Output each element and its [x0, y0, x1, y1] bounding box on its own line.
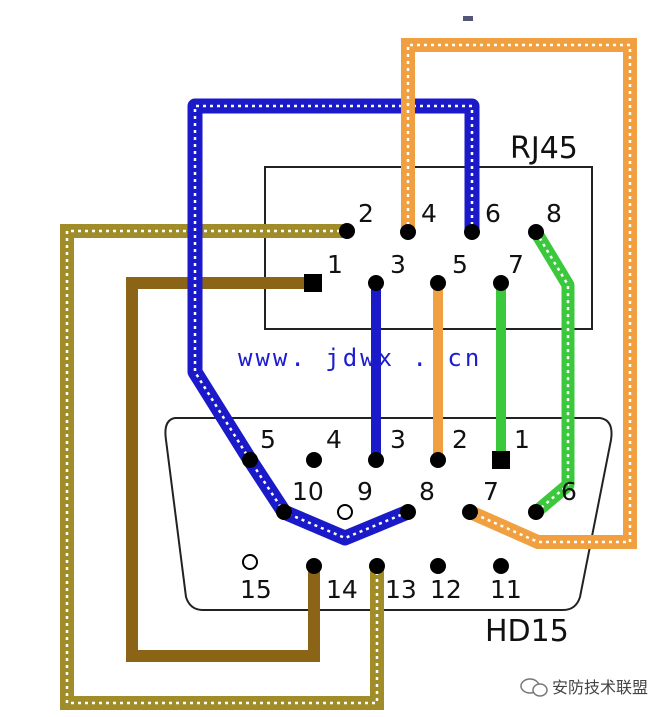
footer-watermark: 安防技术联盟 — [552, 678, 648, 697]
rj45-pin-label-8: 8 — [546, 199, 562, 228]
rj45-pin-8 — [528, 224, 544, 240]
hd15-pin-label-13: 13 — [385, 575, 417, 604]
wire-rj45-8-to-hd15-6 — [530, 228, 575, 517]
hd15-title: HD15 — [485, 614, 569, 649]
rj45-pin-3 — [368, 275, 384, 291]
rj45-title: RJ45 — [510, 131, 578, 166]
rj45-pin-label-5: 5 — [452, 250, 468, 279]
hd15-connector-outline — [164, 417, 613, 611]
rj45-pin-label-1: 1 — [327, 250, 343, 279]
rj45-pin-label-6: 6 — [485, 199, 501, 228]
hd15-pin-label-10: 10 — [292, 477, 324, 506]
hd15-pin-label-7: 7 — [483, 477, 499, 506]
hd15-pin-14 — [306, 558, 322, 574]
hd15-pin-label-2: 2 — [452, 425, 468, 454]
wechat-icon — [520, 678, 548, 697]
hd15-pin-5 — [242, 452, 258, 468]
hd15-pin-13 — [369, 558, 385, 574]
hd15-pin-label-4: 4 — [326, 425, 342, 454]
rj45-pin-1 — [304, 274, 322, 292]
hd15-pin-11 — [493, 558, 509, 574]
rj45-pin-4 — [400, 224, 416, 240]
rj45-pin-label-4: 4 — [421, 199, 437, 228]
hd15-pin-2 — [430, 452, 446, 468]
watermark-url: www. jdwx . cn — [238, 344, 482, 372]
hd15-pin-15 — [242, 554, 258, 570]
rj45-pin-label-2: 2 — [358, 199, 374, 228]
wire-rj45-2-to-hd15-13 — [60, 224, 384, 710]
rj45-connector-outline — [264, 166, 593, 330]
hd15-pin-label-15: 15 — [240, 575, 272, 604]
hd15-pin-1 — [492, 451, 510, 469]
hd15-pin-label-1: 1 — [514, 425, 530, 454]
rj45-pin-label-7: 7 — [508, 250, 524, 279]
hd15-pin-10 — [276, 504, 292, 520]
hd15-pin-9 — [337, 504, 353, 520]
hd15-pin-label-9: 9 — [357, 477, 373, 506]
rj45-pin-7 — [493, 275, 509, 291]
rj45-pin-6 — [464, 224, 480, 240]
wire-rj45-4-to-hd15-7 — [401, 38, 637, 549]
top-mark — [463, 16, 473, 21]
hd15-pin-12 — [430, 558, 446, 574]
hd15-pin-label-3: 3 — [390, 425, 406, 454]
hd15-pin-label-12: 12 — [430, 575, 462, 604]
wire-rj45-6-to-hd15-5-10-8 — [187, 98, 480, 546]
rj45-pin-5 — [430, 275, 446, 291]
hd15-pin-7 — [462, 504, 478, 520]
hd15-pin-label-11: 11 — [490, 575, 522, 604]
hd15-pin-3 — [368, 452, 384, 468]
hd15-pin-label-6: 6 — [561, 477, 577, 506]
rj45-pin-label-3: 3 — [390, 250, 406, 279]
rj45-pin-2 — [339, 223, 355, 239]
hd15-pin-4 — [306, 452, 322, 468]
hd15-pin-label-5: 5 — [260, 425, 276, 454]
wire-rj45-1-to-hd15-14 — [126, 277, 320, 662]
hd15-pin-6 — [528, 504, 544, 520]
hd15-pin-label-14: 14 — [326, 575, 358, 604]
hd15-pin-label-8: 8 — [419, 477, 435, 506]
hd15-pin-8 — [400, 504, 416, 520]
